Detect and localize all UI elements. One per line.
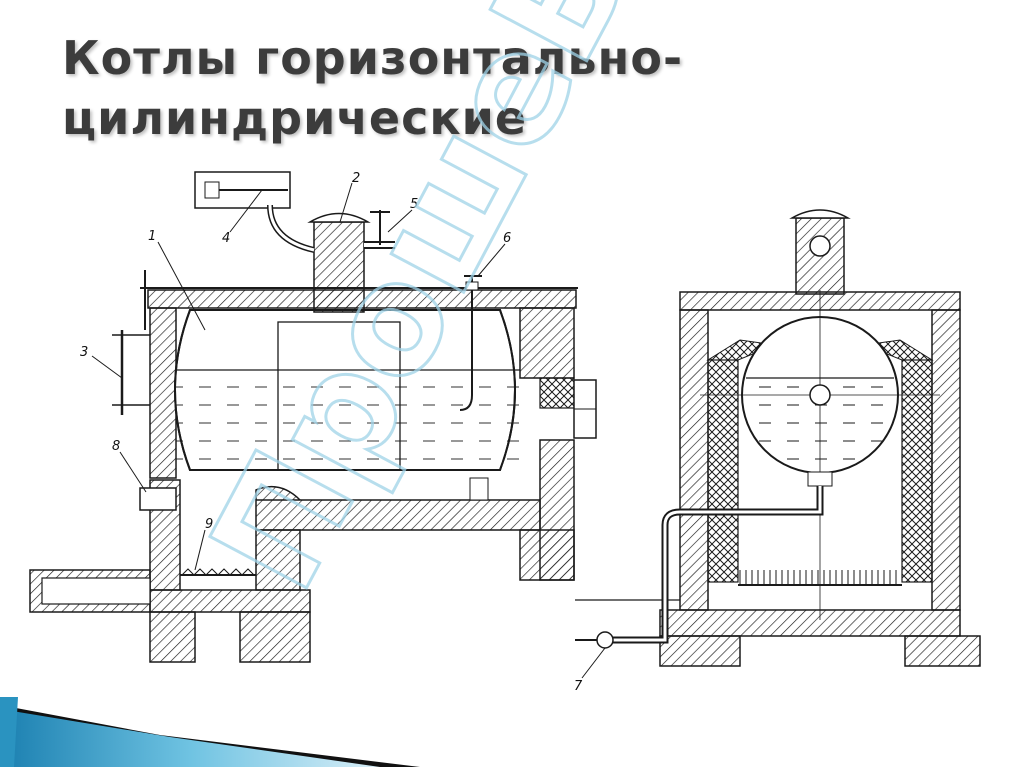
callout-9: 9 — [205, 517, 213, 532]
callout-6: 6 — [503, 231, 511, 246]
left-wall — [149, 307, 177, 479]
title-line-1: Котлы горизонтально- — [62, 31, 684, 85]
callout-8: 8 — [112, 439, 120, 454]
callout-3: 3 — [80, 345, 88, 360]
footer-swoosh — [0, 697, 420, 767]
longitudinal-section — [29, 171, 597, 663]
title-line-2: цилиндрические — [62, 91, 528, 145]
callout-2: 2 — [352, 171, 360, 186]
callouts: 1 2 3 4 5 6 7 8 9 — [80, 171, 606, 694]
callout-7: 7 — [574, 679, 583, 694]
cross-left-wall — [679, 309, 709, 611]
cross-right-wall — [931, 309, 961, 611]
callout-4: 4 — [222, 231, 230, 246]
steam-dome — [313, 221, 365, 313]
right-wall — [519, 307, 575, 379]
slide-title: Котлы горизонтально- цилиндрические — [62, 28, 683, 148]
pump-valve — [596, 631, 614, 649]
cross-section — [575, 209, 981, 667]
callout-5: 5 — [410, 197, 418, 212]
callout-1: 1 — [148, 229, 156, 244]
firebox-door — [139, 487, 177, 511]
